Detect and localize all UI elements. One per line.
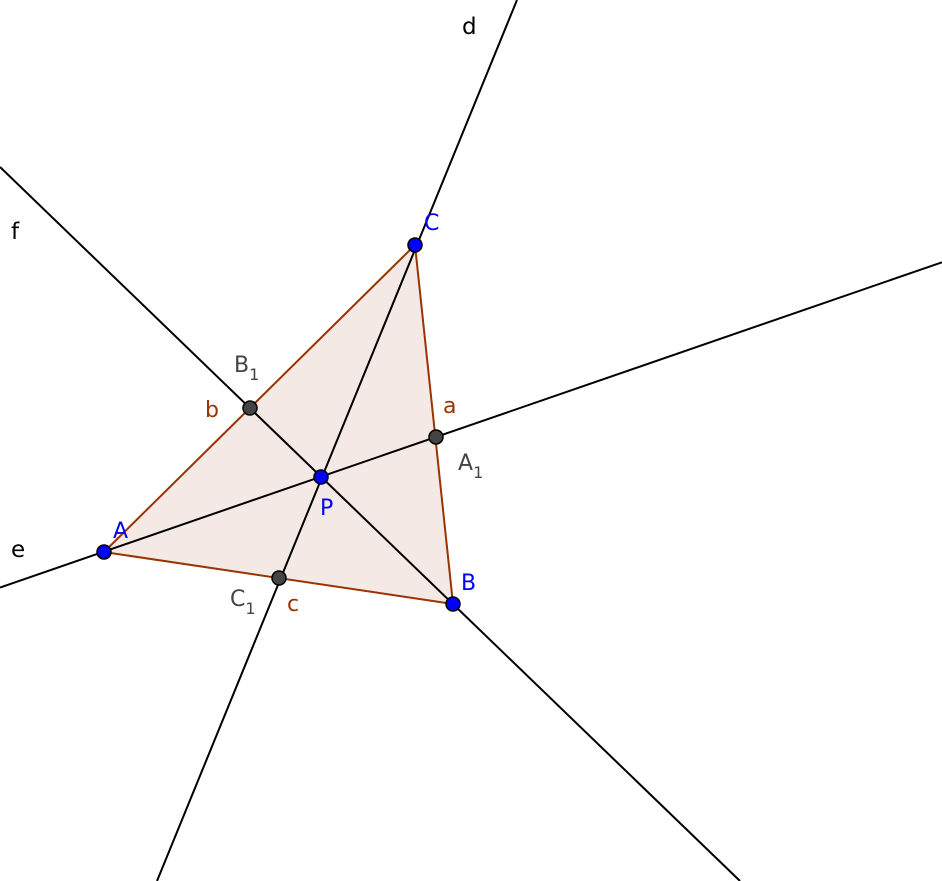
point-a-label: A	[113, 519, 128, 544]
point-p-label: P	[320, 496, 333, 521]
point-b1-subscript: 1	[249, 365, 259, 384]
point-b1-letter: B	[234, 353, 249, 378]
point-c-label: C	[424, 211, 439, 236]
side-b-label: b	[205, 398, 219, 423]
line-f[interactable]	[0, 166, 741, 881]
side-c-label: c	[287, 592, 299, 617]
point-b[interactable]	[445, 596, 461, 612]
point-a[interactable]	[96, 544, 112, 560]
triangle-abc-fill	[104, 245, 453, 604]
point-c1[interactable]	[271, 570, 287, 586]
point-a1-letter: A	[458, 451, 473, 476]
point-a1-subscript: 1	[473, 463, 483, 482]
point-a1[interactable]	[428, 429, 444, 445]
line-d[interactable]	[156, 0, 518, 881]
point-c1-subscript: 1	[245, 599, 255, 618]
point-b1[interactable]	[242, 400, 258, 416]
point-p[interactable]	[313, 469, 329, 485]
line-e-label: e	[11, 537, 25, 563]
point-b1-label: B1	[234, 353, 259, 384]
side-b[interactable]	[103, 244, 416, 553]
point-b-label: B	[461, 571, 476, 596]
side-a-label: a	[443, 394, 456, 419]
point-c1-letter: C	[230, 587, 245, 612]
line-d-label: d	[462, 14, 477, 40]
side-a[interactable]	[414, 244, 454, 605]
line-e[interactable]	[0, 261, 942, 589]
point-a1-label: A1	[458, 451, 483, 482]
point-c[interactable]	[407, 237, 423, 253]
line-f-label: f	[11, 219, 20, 245]
point-c1-label: C1	[230, 587, 256, 618]
